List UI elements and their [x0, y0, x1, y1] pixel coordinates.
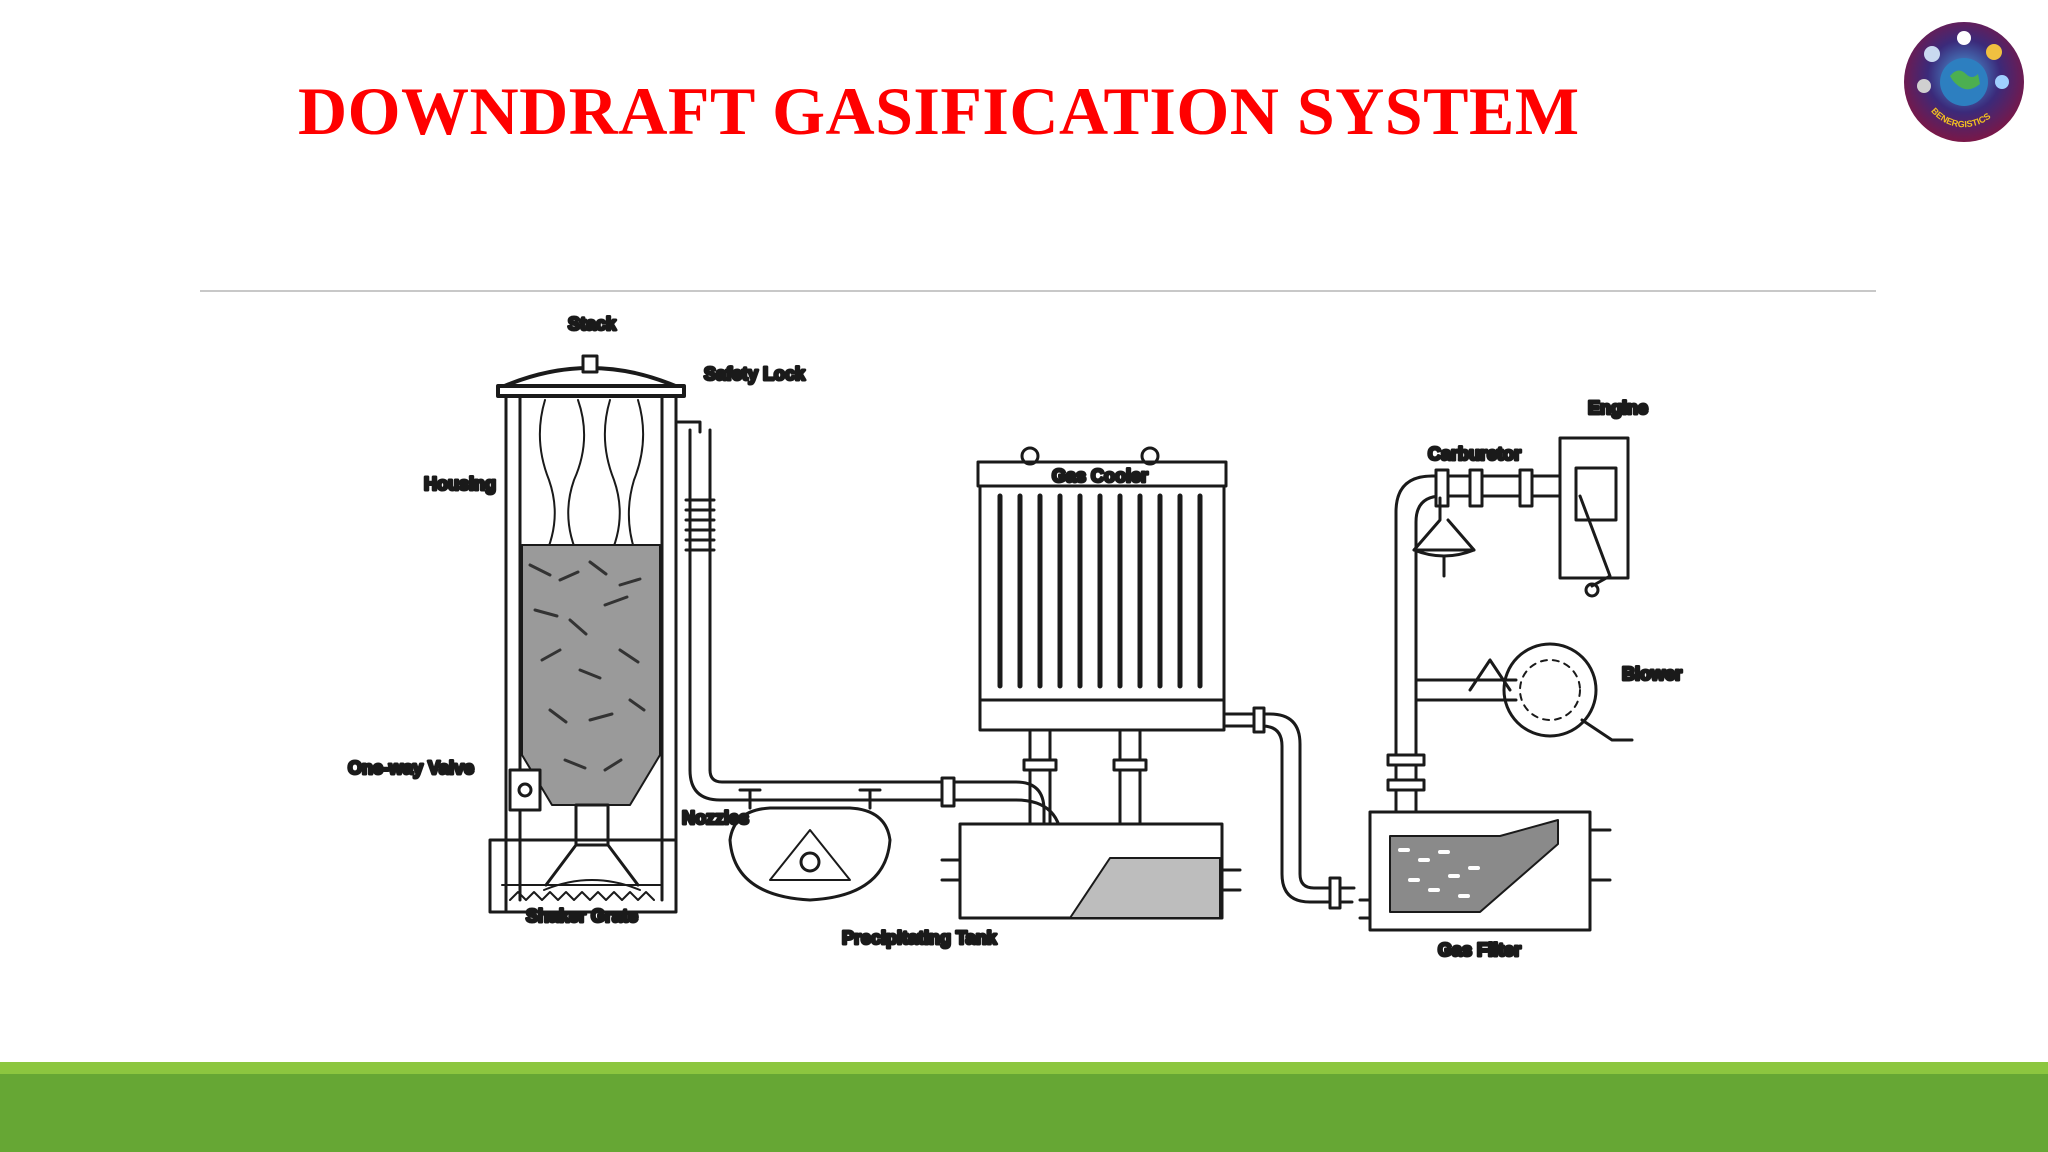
- label-housing: Housing: [424, 474, 496, 494]
- label-stack: Stack: [568, 314, 617, 334]
- divider-line: [200, 290, 1876, 292]
- label-gas-cooler: Gas Cooler: [1052, 466, 1148, 486]
- label-shaker-grate: Shaker Grate: [526, 906, 638, 926]
- nozzles-detail: [728, 788, 892, 902]
- slide-title: DOWNDRAFT GASIFICATION SYSTEM: [298, 73, 1580, 149]
- footer-band: [0, 1074, 2048, 1152]
- gas-cooler: [976, 446, 1356, 910]
- label-nozzles: Nozzles: [682, 808, 749, 828]
- label-precipitating-tank: Precipitating Tank: [842, 928, 998, 948]
- blower: [1414, 642, 1634, 742]
- globe-logo-icon: BENERGISTICS: [1904, 22, 2024, 142]
- label-engine: Engine: [1588, 398, 1648, 418]
- gas-pipe: [676, 420, 1064, 888]
- gasifier-housing: [488, 354, 686, 914]
- label-gas-filter: Gas Filter: [1438, 940, 1521, 960]
- precipitating-tank: [940, 822, 1242, 920]
- label-one-way-valve: One-way Valve: [348, 758, 474, 778]
- engine: [1558, 436, 1630, 598]
- label-safety-lock: Safety Lock: [704, 364, 806, 384]
- footer-band-highlight: [0, 1062, 2048, 1074]
- label-carburetor: Carburetor: [1428, 444, 1521, 464]
- label-blower: Blower: [1622, 664, 1682, 684]
- gasification-diagram: Stack Safety Lock Housing One-way Valve …: [347, 313, 1684, 962]
- carburetor: [1412, 468, 1534, 578]
